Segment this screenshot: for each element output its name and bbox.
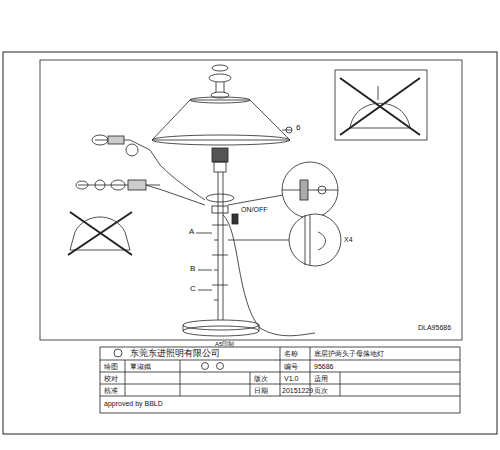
table-cell: approved by BBLD — [104, 400, 163, 407]
table-cell: V1.0 — [284, 375, 298, 382]
table-cell: 底层护两头子母落地灯 — [314, 350, 384, 357]
table-cell: 编号 — [284, 363, 298, 370]
callout-number: 6 — [296, 124, 300, 132]
part-letter: C — [190, 285, 196, 293]
table-cell: 适用 — [314, 375, 328, 382]
company-name: 东莞东进照明有限公司 — [130, 349, 220, 358]
table-cell: 页次 — [314, 387, 328, 394]
table-cell: 日期 — [254, 387, 268, 394]
print-note: A5印制 — [215, 341, 234, 347]
part-letter: B — [190, 265, 195, 273]
table-cell: 覃淑娥 — [130, 363, 151, 370]
table-cell: 20151229 — [282, 387, 313, 394]
part-letter: A — [189, 228, 194, 236]
switch-label: ON/OFF — [241, 206, 267, 213]
table-cell: 版次 — [254, 375, 268, 382]
quantity-label: X4 — [344, 236, 353, 243]
table-cell: 名称 — [284, 350, 298, 357]
table-cell: 绘图 — [104, 363, 118, 370]
table-cell: 校对 — [104, 375, 118, 382]
table-cell: 95686 — [314, 363, 333, 370]
table-cell: 核准 — [104, 387, 118, 394]
drawing-number: DLA95686 — [418, 324, 451, 331]
